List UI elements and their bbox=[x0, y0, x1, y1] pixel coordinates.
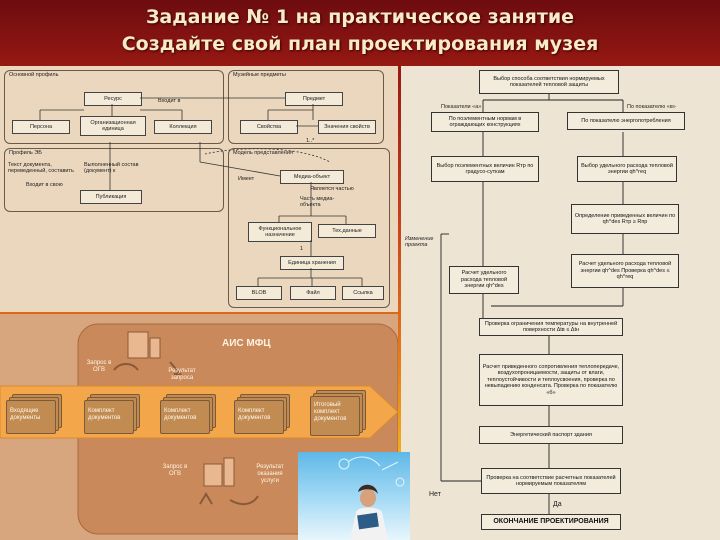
flow-box-2: По показателю энергопотребления bbox=[567, 112, 685, 130]
flow-box-10: Энергетический паспорт здания bbox=[479, 426, 623, 444]
uml-label: Входит в свою bbox=[26, 182, 63, 188]
group-label: Профиль ЭБ bbox=[9, 150, 42, 156]
uml-label: Выполненный состав (документ) к bbox=[84, 162, 139, 174]
doc-stack-5: Итоговый комплект документов bbox=[310, 390, 366, 436]
flow-box-3: Выбор поэлементных величин Rтр по градус… bbox=[431, 156, 539, 182]
box-blob: BLOB bbox=[236, 286, 282, 300]
group-label: Модель представления bbox=[233, 150, 293, 156]
box-functional: Функциональное назначение bbox=[248, 222, 312, 242]
flow-box-6: Расчет удельного расхода тепловой энерги… bbox=[449, 266, 519, 294]
flow-end: ОКОНЧАНИЕ ПРОЕКТИРОВАНИЯ bbox=[481, 514, 621, 530]
group-label: Основной профиль bbox=[9, 72, 59, 78]
flow-box-9: Расчет приведенного сопротивления теплоп… bbox=[479, 354, 623, 406]
box-collection: Коллекция bbox=[154, 120, 212, 134]
flow-box-11: Проверка на соответствие расчетных показ… bbox=[481, 468, 621, 494]
mfc-diagram: АИС МФЦ Запрос в ОГВ Результат запроса В… bbox=[0, 314, 398, 540]
uml-label: 1 bbox=[300, 246, 304, 252]
flowchart: Выбор способа соответствия нормируемых п… bbox=[401, 66, 720, 540]
flow-box-1: По поэлементным нормам в ограждающих кон… bbox=[431, 112, 539, 132]
box-subject: Предмет bbox=[285, 92, 343, 106]
flow-label-a: Показатели «а» bbox=[441, 104, 482, 110]
box-publication: Публикация bbox=[80, 190, 142, 204]
box-file: Файл bbox=[290, 286, 336, 300]
uml-label: Часть медиа-объекта bbox=[300, 196, 335, 208]
flow-box-5: Определение приведенных величин по qh^de… bbox=[571, 204, 679, 234]
uml-connectors bbox=[39, 97, 363, 286]
doc-label: Входящие документы bbox=[10, 408, 41, 421]
group-eb-profile: Профиль ЭБ bbox=[4, 148, 224, 212]
doc-stack-2: Комплект документов bbox=[84, 394, 140, 434]
group-presentation-model: Модель представления bbox=[228, 148, 390, 308]
title-line-2: Создайте свой план проектирования музея bbox=[121, 33, 599, 55]
flow-side-label: Изменение проекта bbox=[405, 236, 434, 248]
photo-person-tablet bbox=[298, 452, 410, 540]
doc-label: Комплект документов bbox=[238, 408, 271, 421]
box-person: Персона bbox=[12, 120, 70, 134]
uml-label: Имеет bbox=[238, 176, 255, 182]
doc-stack-1: Входящие документы bbox=[6, 394, 62, 434]
title-line-1: Задание № 1 на практическое занятие bbox=[145, 6, 575, 28]
uml-label: Входит в bbox=[158, 98, 181, 104]
box-storage: Единица хранения bbox=[280, 256, 344, 270]
flow-box-7: Расчет удельного расхода тепловой энерги… bbox=[571, 254, 679, 288]
uml-label: 1..* bbox=[306, 138, 315, 144]
uml-label: Текст документа, переведенный, составить bbox=[8, 162, 74, 174]
box-link: Ссылка bbox=[342, 286, 384, 300]
doc-label: Комплект документов bbox=[164, 408, 197, 421]
mfc-result-top: Результат запроса bbox=[168, 368, 196, 381]
box-techspec: Тех.данные bbox=[318, 224, 376, 238]
doc-label: Комплект документов bbox=[88, 408, 121, 421]
uml-label: Является частью bbox=[310, 186, 354, 192]
flow-start: Выбор способа соответствия нормируемых п… bbox=[479, 70, 619, 94]
flow-yes-label: Да bbox=[553, 501, 562, 508]
uml-diagram: Основной профиль Музейные предметы Профи… bbox=[0, 66, 398, 312]
mfc-request-top: Запрос в ОГВ bbox=[86, 360, 112, 373]
box-properties: Свойства bbox=[240, 120, 298, 134]
mfc-result-bottom: Результат оказания услуги bbox=[256, 464, 284, 484]
group-main-profile: Основной профиль bbox=[4, 70, 224, 144]
doc-stack-3: Комплект документов bbox=[160, 394, 216, 434]
box-org: Организационная единица bbox=[80, 116, 146, 136]
person-illustration bbox=[338, 456, 405, 540]
doc-stack-4: Комплект документов bbox=[234, 394, 290, 434]
group-label: Музейные предметы bbox=[233, 72, 286, 78]
box-resource: Ресурс bbox=[84, 92, 142, 106]
flow-connectors bbox=[440, 94, 624, 514]
flow-box-4: Выбор удельного расхода тепловой энергии… bbox=[577, 156, 677, 182]
flow-no-label: Нет bbox=[429, 491, 441, 498]
mfc-title: АИС МФЦ bbox=[222, 338, 271, 349]
flow-label-b: По показателю «в» bbox=[627, 104, 676, 110]
box-media: Медиа-объект bbox=[280, 170, 344, 184]
mfc-request-bottom: Запрос в ОГВ bbox=[162, 464, 188, 477]
flow-box-8: Проверка ограничения температуры на внут… bbox=[479, 318, 623, 336]
doc-label: Итоговый комплект документов bbox=[314, 402, 347, 422]
slide-title: Задание № 1 на практическое занятие Созд… bbox=[0, 4, 720, 58]
box-prop-values: Значения свойств bbox=[318, 120, 376, 134]
group-museum-objects: Музейные предметы bbox=[228, 70, 384, 144]
